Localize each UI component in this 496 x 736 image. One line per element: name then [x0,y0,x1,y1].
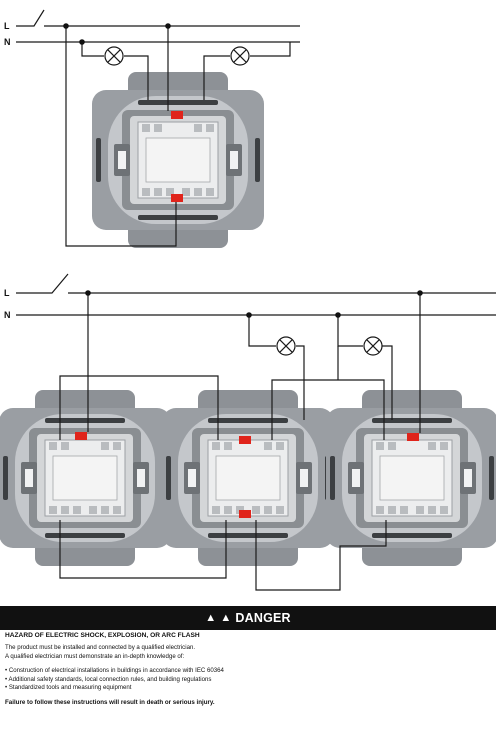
bottom-line-label: L [4,288,10,298]
list-item: Construction of electrical installations… [5,667,493,676]
danger-title: DANGER [235,611,291,625]
top-junctions [63,23,171,45]
bottom-neutral-label: N [4,310,11,320]
danger-banner: ▲ ▲ DANGER [0,606,496,630]
switch-module-right [325,389,496,567]
top-neutral-label: N [4,37,11,47]
bottom-lamp-1-icon [276,336,296,356]
terminal-red-left [75,432,87,440]
terminal-red-middle-top [239,436,251,444]
top-lamp-2-icon [230,46,250,66]
intro-line: A qualified electrician must demonstrate… [5,652,185,660]
list-item: Additional safety standards, local conne… [5,676,493,685]
top-terminal-red-top [171,111,183,119]
failure-warning: Failure to follow these instructions wil… [5,698,215,706]
wiring-diagram: L N L N [0,9,496,591]
safety-notice: HAZARD OF ELECTRIC SHOCK, EXPLOSION, OR … [5,632,493,706]
terminal-red-middle-bottom [239,510,251,518]
requirements-list: Construction of electrical installations… [5,667,493,693]
top-line-wire [16,9,300,27]
terminal-red-right [407,433,419,441]
bottom-wiring [59,293,421,591]
top-line-label: L [4,21,10,31]
warning-triangle-icon: ▲ [205,612,217,624]
top-switch-module [91,71,265,249]
top-terminal-red-bottom [171,194,183,202]
top-wiring [65,26,291,247]
bottom-lamp-2-icon [363,336,383,356]
top-lamp-1-icon [104,46,124,66]
list-item: Standardized tools and measuring equipme… [5,684,493,693]
hazard-heading: HAZARD OF ELECTRIC SHOCK, EXPLOSION, OR … [5,632,200,639]
switch-module-middle [161,389,335,567]
bottom-line-wire [16,273,496,294]
switch-module-left [0,389,172,567]
bottom-junctions [85,290,423,318]
intro-line: The product must be installed and connec… [5,644,196,651]
warning-triangle-icon: ▲ [220,612,232,624]
